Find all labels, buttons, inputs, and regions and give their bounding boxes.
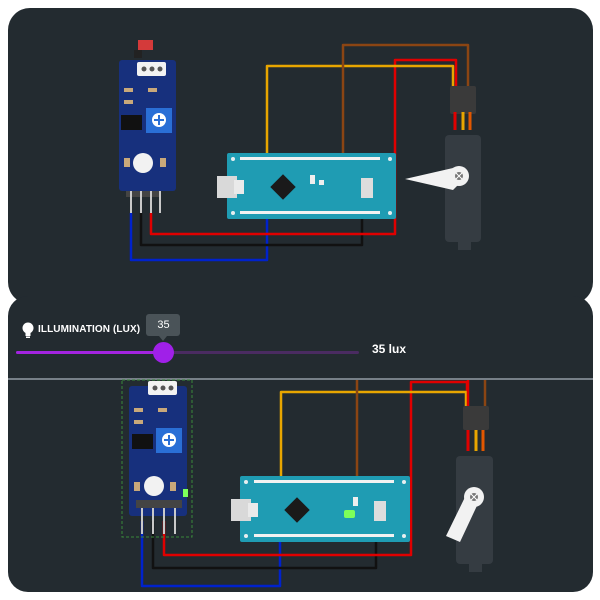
wire-blue (140, 521, 282, 588)
wire-black (139, 213, 364, 247)
circuit-panel-top (8, 8, 593, 304)
slider-value-tooltip: 35 (146, 314, 181, 341)
light-sensor-module (119, 40, 176, 213)
illumination-control: ILLUMINATION (LUX) 35 35 lux (8, 296, 593, 378)
wire-blue (129, 213, 269, 262)
wire-brown (341, 43, 470, 158)
circuit-diagram-top (119, 40, 481, 262)
lightbulb-icon (22, 322, 34, 338)
illumination-label: ILLUMINATION (LUX) (38, 324, 141, 335)
circuit-diagram-bottom (121, 379, 493, 588)
divider (8, 378, 593, 380)
wire-yellow (265, 64, 455, 158)
light-sensor-module (129, 381, 188, 534)
selection-box (121, 379, 193, 538)
illumination-slider-thumb[interactable] (154, 343, 174, 362)
arduino-nano-board (231, 476, 410, 542)
slider-track-fill (16, 351, 164, 354)
wire-red (149, 58, 458, 236)
illumination-value: 35 lux (372, 342, 407, 356)
circuit-panel-bottom: ILLUMINATION (LUX) 35 35 lux (8, 296, 593, 592)
slider-track[interactable] (16, 351, 359, 354)
servo-motor (405, 86, 481, 250)
wire-yellow (279, 390, 468, 476)
servo-motor (446, 406, 493, 572)
arduino-nano-board (217, 153, 396, 219)
